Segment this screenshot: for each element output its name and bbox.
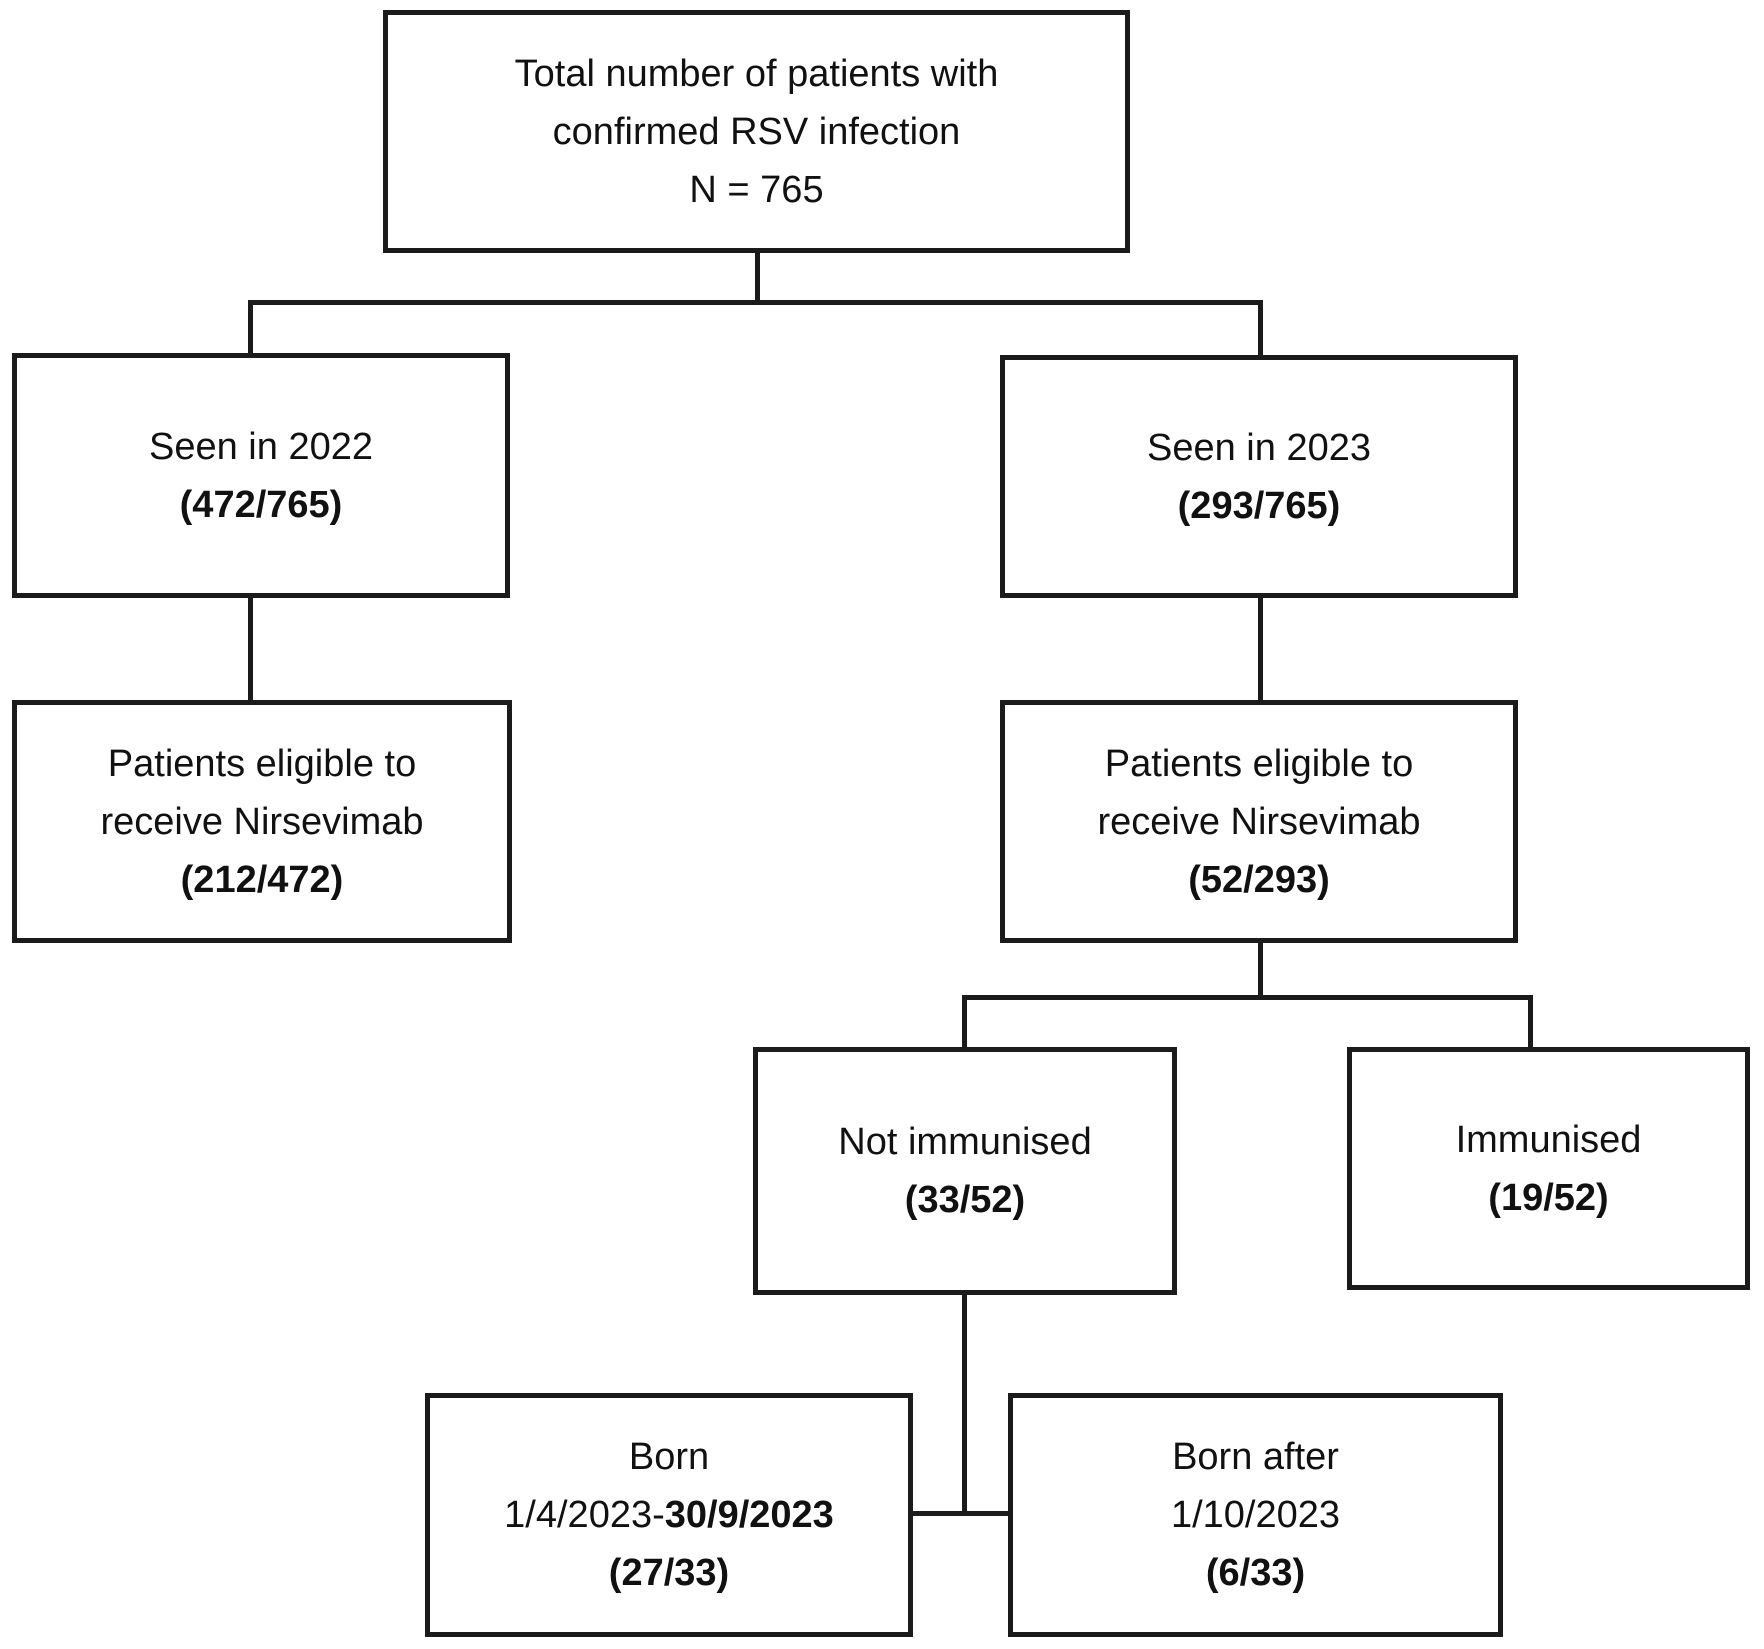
immunised-label: Immunised [1455,1118,1642,1161]
eligible-2022-line1: Patients eligible to [107,742,417,785]
connector-branch-to-seen2022-vertical [248,300,253,355]
eligible-2023-line1: Patients eligible to [1104,742,1414,785]
connector-not-immunised-to-born-vertical [962,1295,967,1516]
eligible-2022-count: (212/472) [180,858,344,901]
born-window-range-bold: 30/9/2023 [664,1494,834,1536]
node-eligible-2023: Patients eligible to receive Nirsevimab … [1000,700,1518,943]
eligible-2023-line2: receive Nirsevimab [1097,800,1421,843]
node-eligible-2022: Patients eligible to receive Nirsevimab … [12,700,512,943]
born-window-line1: Born [628,1436,710,1478]
node-born-in-window: Born 1/4/2023-30/9/2023 (27/33) [425,1393,913,1637]
node-total-patients: Total number of patients with confirmed … [383,10,1130,253]
node-immunised: Immunised (19/52) [1347,1047,1750,1290]
seen-2022-label: Seen in 2022 [149,425,373,468]
connector-total-to-branch-vertical [755,253,760,305]
connector-eligible-to-branch-vertical [1258,943,1263,1000]
connector-branch-to-not-immunised-vertical [962,995,967,1049]
connector-seen2022-to-eligible-vertical [248,598,253,702]
connector-born-boxes-horizontal [913,1511,1010,1516]
born-window-range: 1/4/2023-30/9/2023 [504,1486,834,1544]
total-patients-line2: confirmed RSV infection [552,110,961,153]
seen-2022-count: (472/765) [179,483,343,526]
seen-2023-count: (293/765) [1177,484,1341,527]
connector-immunisation-branch-horizontal [962,995,1533,1000]
immunised-count: (19/52) [1488,1176,1609,1219]
node-not-immunised: Not immunised (33/52) [753,1047,1177,1295]
not-immunised-count: (33/52) [904,1179,1026,1221]
total-patients-line1: Total number of patients with [514,52,999,95]
born-after-line2: 1/10/2023 [1170,1494,1341,1536]
node-seen-2022: Seen in 2022 (472/765) [12,353,510,598]
connector-year-branch-horizontal [248,300,1263,305]
not-immunised-label: Not immunised [838,1121,1092,1163]
connector-branch-to-seen2023-vertical [1258,300,1263,357]
node-born-after: Born after 1/10/2023 (6/33) [1008,1393,1503,1637]
connector-seen2023-to-eligible-vertical [1258,598,1263,702]
eligible-2022-line2: receive Nirsevimab [100,800,424,843]
born-after-count: (6/33) [1205,1552,1306,1594]
seen-2023-label: Seen in 2023 [1147,426,1371,469]
born-after-line1: Born after [1172,1436,1339,1478]
total-patients-n: N = 765 [689,168,824,211]
node-seen-2023: Seen in 2023 (293/765) [1000,355,1518,598]
born-window-count: (27/33) [608,1552,730,1594]
eligible-2023-count: (52/293) [1188,858,1330,901]
connector-branch-to-immunised-vertical [1528,995,1533,1049]
born-window-range-regular: 1/4/2023- [504,1494,665,1536]
